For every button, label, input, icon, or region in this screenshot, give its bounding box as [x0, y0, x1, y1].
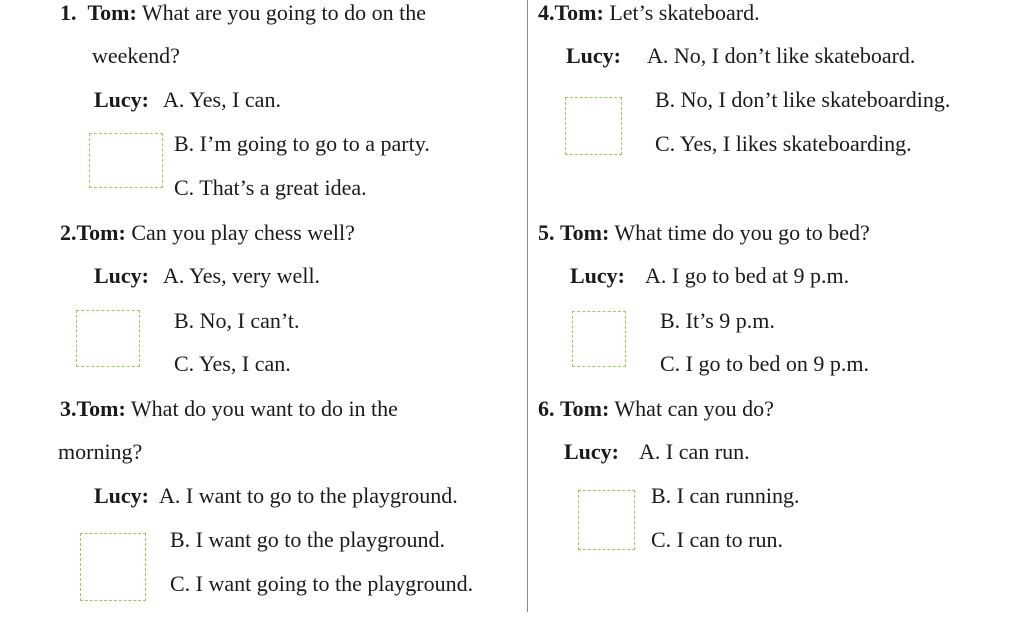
- question-6-answer-line: Lucy: A. I can run.: [564, 439, 750, 465]
- question-4-answer-line: Lucy: A. No, I don’t like skateboard.: [566, 43, 915, 69]
- question-1-text: What are you going to do on the: [141, 0, 427, 25]
- question-6-prompt: 6. Tom: What can you do?: [538, 396, 774, 422]
- question-2-text: Can you play chess well?: [131, 220, 355, 245]
- question-3-answer-speaker: Lucy:: [94, 483, 149, 508]
- question-6-option-b: B. I can running.: [651, 483, 800, 508]
- question-2-option-a: A. Yes, very well.: [163, 263, 321, 288]
- question-3-speaker: Tom:: [76, 396, 126, 421]
- question-3-text: What do you want to do in the: [130, 396, 398, 421]
- question-3-text-continued: morning?: [58, 439, 143, 464]
- question-4-text: Let’s skateboard.: [609, 0, 760, 25]
- question-1-speaker: Tom:: [87, 0, 137, 25]
- question-1-answer-speaker: Lucy:: [94, 87, 149, 112]
- question-1-prompt: 1. Tom: What are you going to do on the: [60, 0, 426, 26]
- question-6-speaker: Tom:: [560, 396, 610, 421]
- question-4-option-c: C. Yes, I likes skateboarding.: [655, 131, 912, 156]
- question-4-speaker: Tom:: [554, 0, 604, 25]
- question-2-answer-box[interactable]: [76, 310, 140, 367]
- question-3-prompt: 3.Tom: What do you want to do in the: [60, 396, 398, 422]
- question-6-answer-speaker: Lucy:: [564, 439, 619, 464]
- question-2-answer-line: Lucy: A. Yes, very well.: [94, 263, 320, 289]
- question-6-answer-box[interactable]: [578, 490, 635, 550]
- question-2-answer-speaker: Lucy:: [94, 263, 149, 288]
- question-1-answer-line: Lucy: A. Yes, I can.: [94, 87, 281, 113]
- question-3-number: 3.: [60, 396, 77, 421]
- question-1-text-continued: weekend?: [92, 43, 180, 68]
- question-4-option-b: B. No, I don’t like skateboarding.: [655, 87, 951, 112]
- question-6-option-c: C. I can to run.: [651, 527, 783, 552]
- question-5-option-b: B. It’s 9 p.m.: [660, 308, 775, 333]
- question-2-prompt: 2.Tom: Can you play chess well?: [60, 220, 355, 246]
- question-2-number: 2.: [60, 220, 77, 245]
- question-3-answer-line: Lucy: A. I want to go to the playground.: [94, 483, 458, 509]
- question-5-answer-speaker: Lucy:: [570, 263, 625, 288]
- question-5-speaker: Tom:: [560, 220, 610, 245]
- question-2-option-c: C. Yes, I can.: [174, 351, 291, 376]
- question-5-option-c: C. I go to bed on 9 p.m.: [660, 351, 869, 376]
- question-4-answer-speaker: Lucy:: [566, 43, 621, 68]
- question-4-answer-box[interactable]: [565, 97, 622, 155]
- question-1-number: 1.: [60, 0, 77, 25]
- question-3-answer-box[interactable]: [80, 533, 146, 601]
- question-3-option-b: B. I want go to the playground.: [170, 527, 445, 552]
- question-5-text: What time do you go to bed?: [614, 220, 870, 245]
- question-2-speaker: Tom:: [76, 220, 126, 245]
- question-3-option-a: A. I want to go to the playground.: [159, 483, 458, 508]
- question-1-option-a: A. Yes, I can.: [163, 87, 281, 112]
- question-5-answer-line: Lucy: A. I go to bed at 9 p.m.: [570, 263, 849, 289]
- question-1-answer-box[interactable]: [89, 133, 163, 188]
- question-6-text: What can you do?: [614, 396, 774, 421]
- question-4-prompt: 4.Tom: Let’s skateboard.: [538, 0, 760, 26]
- question-5-number: 5.: [538, 220, 555, 245]
- question-4-number: 4.: [538, 0, 555, 25]
- question-4-option-a: A. No, I don’t like skateboard.: [647, 43, 916, 68]
- question-6-number: 6.: [538, 396, 555, 421]
- question-2-option-b: B. No, I can’t.: [174, 308, 300, 333]
- question-1-option-c: C. That’s a great idea.: [174, 175, 367, 200]
- column-divider: [527, 0, 528, 612]
- question-5-answer-box[interactable]: [572, 311, 626, 367]
- question-5-option-a: A. I go to bed at 9 p.m.: [645, 263, 850, 288]
- question-5-prompt: 5. Tom: What time do you go to bed?: [538, 220, 870, 246]
- question-1-option-b: B. I’m going to go to a party.: [174, 131, 430, 156]
- question-6-option-a: A. I can run.: [639, 439, 750, 464]
- question-3-option-c: C. I want going to the playground.: [170, 571, 474, 596]
